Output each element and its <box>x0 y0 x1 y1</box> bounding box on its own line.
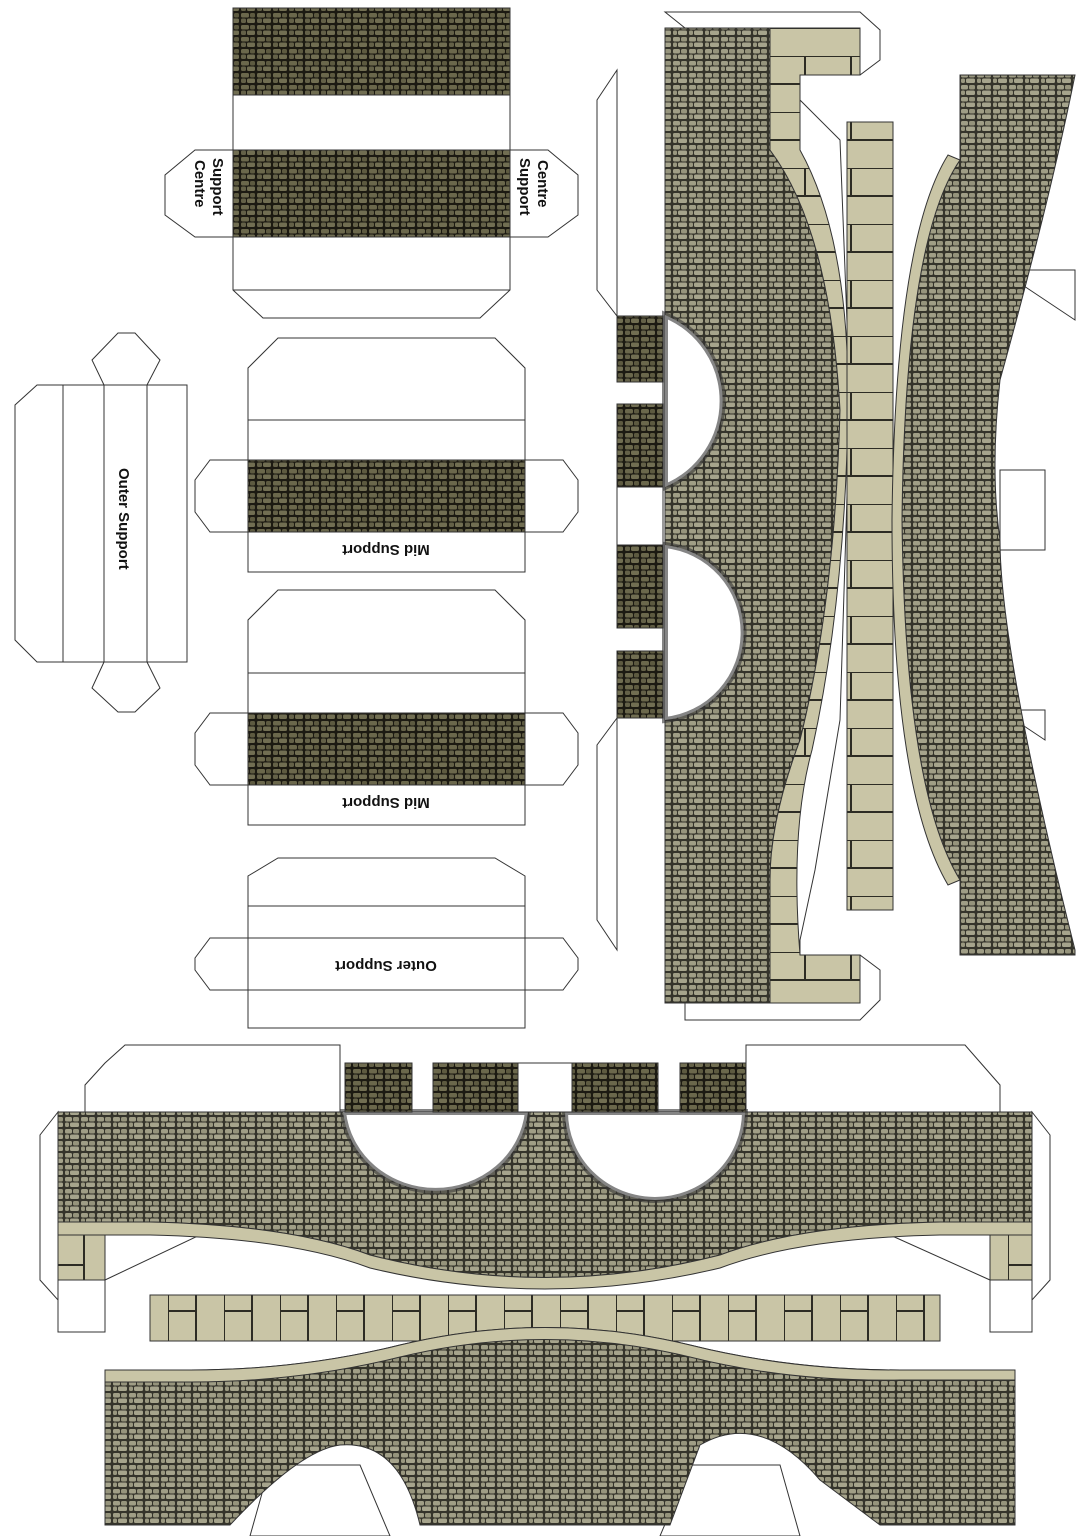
mid-support-label-2: Mid Support <box>342 794 429 811</box>
mid-support-piece-1: Mid Support <box>194 337 579 573</box>
centre-support-piece: Centre Support Centre Support <box>164 7 579 319</box>
road-piece-vertical <box>891 74 1076 956</box>
outer-support-horizontal-piece: Outer Support <box>194 857 579 1029</box>
centre-support-label-left: Centre <box>191 160 208 208</box>
vertical-block-strip <box>846 121 894 911</box>
road-piece-horizontal <box>104 1327 1016 1536</box>
mid-support-label-1: Mid Support <box>342 541 429 558</box>
outer-support-label: Outer Support <box>115 468 132 570</box>
centre-support-label-left-2: Support <box>209 158 226 216</box>
mid-support-piece-2: Mid Support <box>194 589 579 826</box>
centre-support-label-right: Centre <box>534 160 551 208</box>
bridge-side-vertical <box>596 11 881 1021</box>
bridge-side-horizontal <box>39 1044 1051 1333</box>
outer-support-vertical-piece: Outer Support <box>14 332 188 713</box>
outer-support-label-bottom: Outer Support <box>335 957 437 974</box>
centre-support-label-right-2: Support <box>516 158 533 216</box>
